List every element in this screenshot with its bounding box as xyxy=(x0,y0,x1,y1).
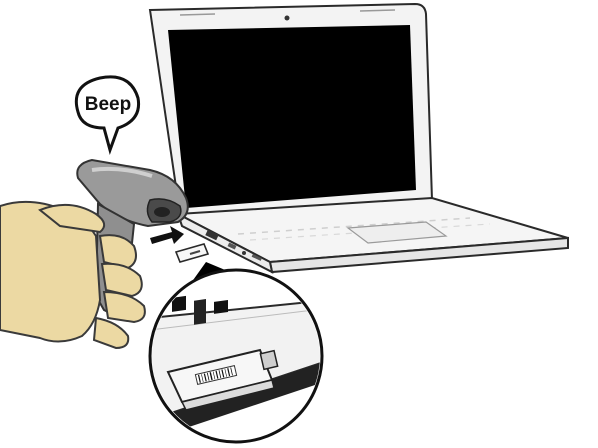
laptop-screen xyxy=(168,25,416,208)
zoom-callout xyxy=(150,262,330,442)
laptop xyxy=(150,4,568,272)
usb-port-large xyxy=(194,299,206,325)
beep-text: Beep xyxy=(85,94,131,115)
speech-bubble: Beep xyxy=(76,77,138,150)
insert-arrow-icon xyxy=(150,226,184,244)
webcam-icon xyxy=(285,16,290,21)
usb-dongle-icon xyxy=(176,244,208,262)
